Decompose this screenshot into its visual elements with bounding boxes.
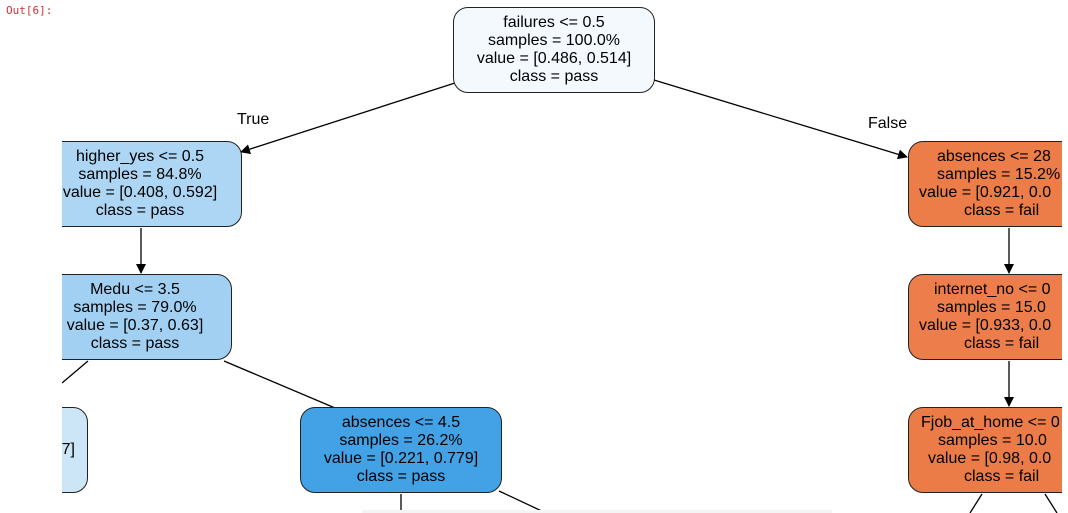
node-line: class = pass	[356, 468, 446, 485]
tree-viewport: failures <= 0.5 samples = 100.0% value =…	[62, 0, 1062, 513]
node-line: value = [0.98, 0.0	[928, 450, 1052, 467]
tree-node-fjob-at-home: Fjob_at_home <= 0 samples = 10.0 value =…	[908, 407, 1062, 493]
edge-label-true: True	[237, 111, 270, 128]
node-line: class = pass	[90, 335, 180, 352]
node-line: value = [0.37, 0.63]	[66, 317, 204, 334]
output-prompt: Out[6]:	[6, 4, 53, 17]
node-line: class = pass	[95, 202, 185, 219]
node-line: 7]	[62, 441, 75, 458]
bottom-scroll-shadow	[362, 510, 832, 513]
node-line: Medu <= 3.5	[90, 281, 180, 298]
node-line: samples = 15.0	[937, 299, 1046, 316]
edge-label-false: False	[868, 115, 908, 132]
node-line: higher_yes <= 0.5	[75, 148, 205, 165]
edge-fjob-down-left	[969, 493, 983, 513]
node-line: absences <= 4.5	[341, 414, 461, 431]
node-line: value = [0.933, 0.0	[919, 317, 1052, 334]
tree-node-partial-left: 7]	[62, 407, 88, 493]
node-line: class = fail	[964, 202, 1040, 219]
edge-root-to-absences-right	[653, 79, 908, 160]
node-line: failures <= 0.5	[503, 14, 605, 31]
node-line: samples = 79.0%	[73, 299, 197, 316]
node-line: value = [0.486, 0.514]	[476, 50, 632, 67]
node-line: samples = 15.2%	[937, 166, 1061, 183]
node-line: class = fail	[964, 468, 1040, 485]
edge-fjob-down-right	[1044, 493, 1058, 513]
node-line: samples = 84.8%	[78, 166, 202, 183]
tree-edges	[62, 79, 1058, 513]
node-line: samples = 100.0%	[487, 32, 621, 49]
tree-node-absences-right: absences <= 28 samples = 15.2% value = […	[908, 141, 1062, 227]
node-line: absences <= 28	[937, 148, 1051, 165]
node-line: class = pass	[509, 68, 599, 85]
node-line: Fjob_at_home <= 0	[921, 414, 1060, 431]
node-line: class = fail	[964, 335, 1040, 352]
edge-medu-to-partial-left	[62, 360, 89, 384]
node-line: samples = 26.2%	[339, 432, 463, 449]
edge-root-to-higher-yes	[240, 81, 459, 154]
tree-node-medu: Medu <= 3.5 samples = 79.0% value = [0.3…	[62, 274, 232, 360]
tree-node-internet-no: internet_no <= 0 samples = 15.0 value = …	[908, 274, 1062, 360]
node-line: value = [0.221, 0.779]	[323, 450, 479, 467]
node-line: value = [0.921, 0.0	[919, 184, 1052, 201]
tree-node-higher-yes: higher_yes <= 0.5 samples = 84.8% value …	[62, 141, 242, 227]
node-line: samples = 10.0	[938, 432, 1047, 449]
edge-absences-left-down-right	[498, 490, 547, 513]
node-line: value = [0.408, 0.592]	[62, 184, 218, 201]
edge-medu-to-absences-left	[223, 360, 355, 418]
tree-node-absences-left: absences <= 4.5 samples = 26.2% value = …	[300, 407, 502, 493]
tree-node-root: failures <= 0.5 samples = 100.0% value =…	[453, 7, 655, 93]
node-line: internet_no <= 0	[934, 281, 1051, 298]
